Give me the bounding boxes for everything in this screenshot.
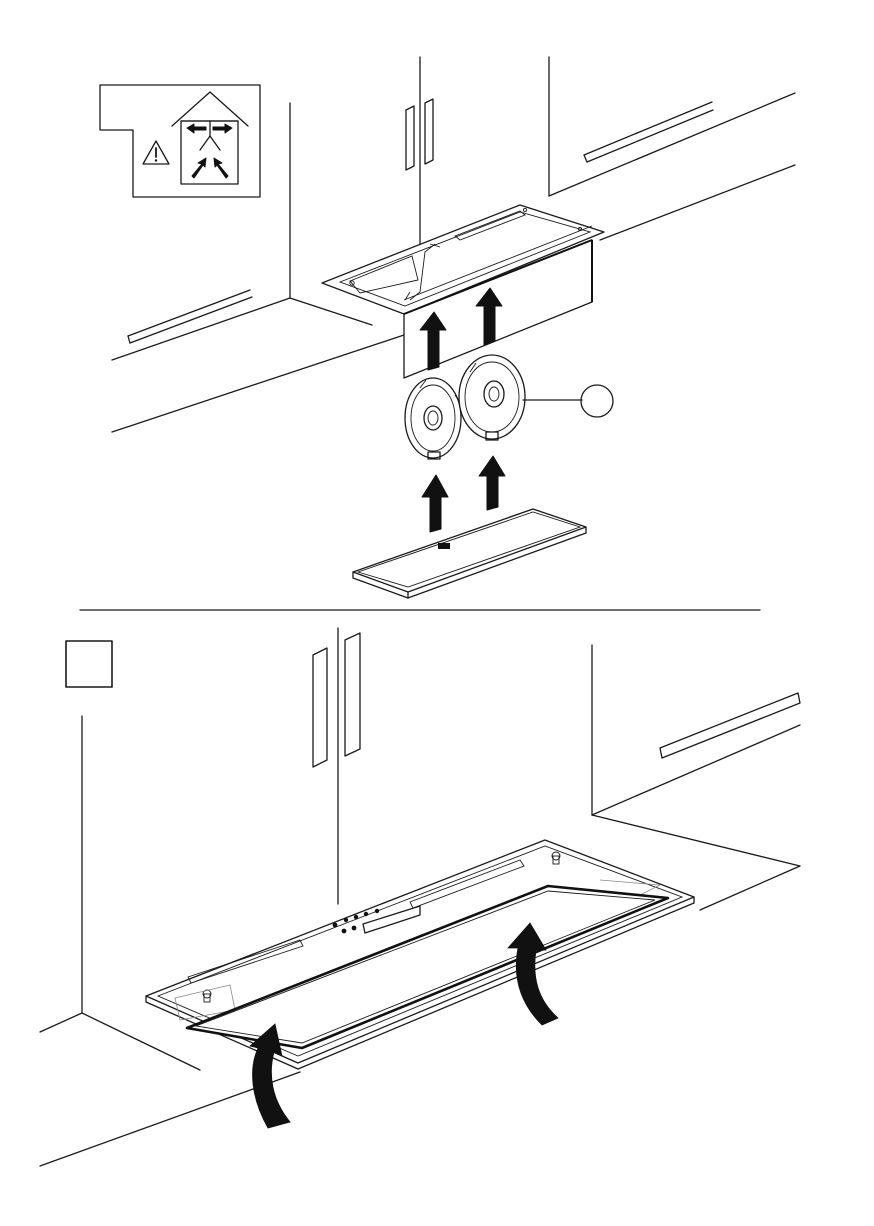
bottom-panel xyxy=(40,628,800,1166)
filter-arrow-right xyxy=(479,456,505,510)
grease-filter-panel xyxy=(353,509,586,598)
top-panel xyxy=(100,57,795,598)
carbon-filter-right xyxy=(459,355,525,440)
filter-callout xyxy=(523,385,613,417)
warning-triangle-icon xyxy=(143,141,169,164)
step-number-box xyxy=(66,641,112,687)
filter-arrow-left xyxy=(422,475,448,532)
recirculation-inset xyxy=(100,85,260,197)
carbon-filter-left xyxy=(405,378,461,459)
canopy-hood-top xyxy=(322,205,604,378)
